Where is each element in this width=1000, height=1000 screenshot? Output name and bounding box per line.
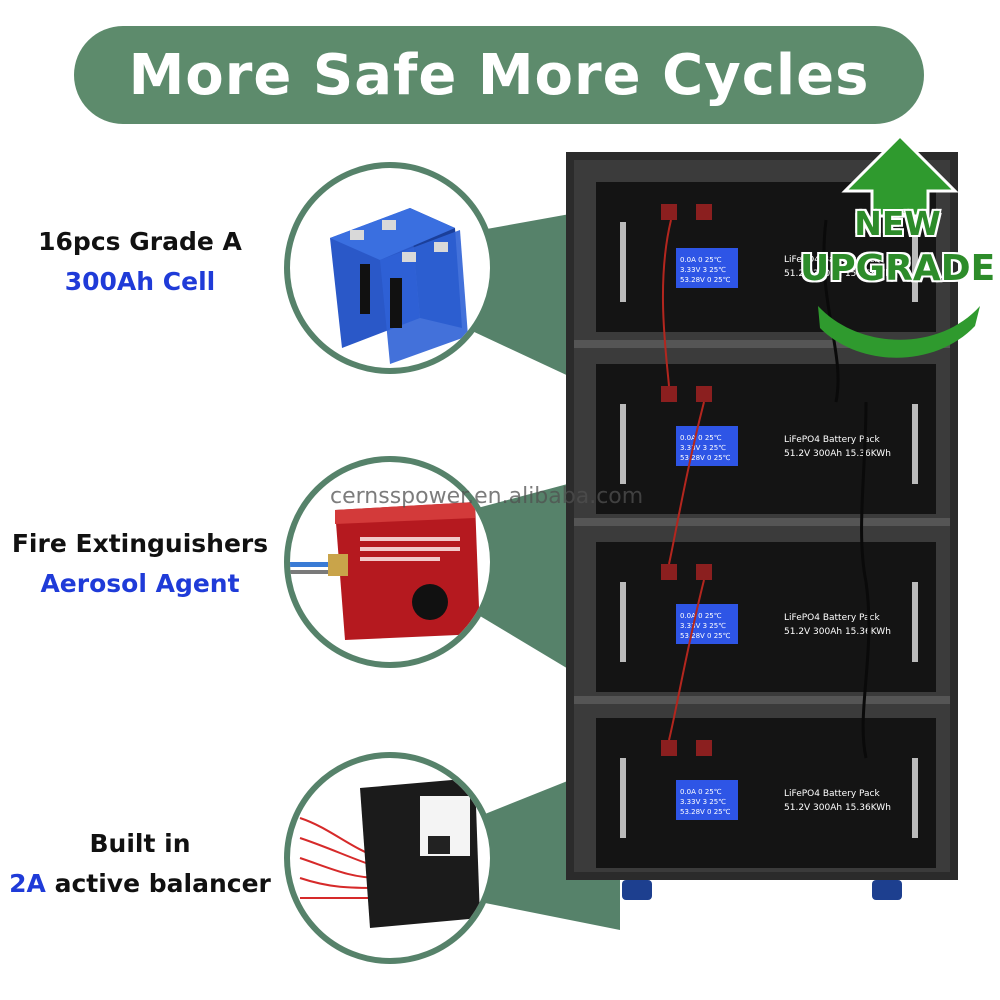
module-1-screen-1: 0.0A 0 25℃ xyxy=(680,256,722,264)
battery-cabinet: LiFePO4 Battery Pack 51.2V 300Ah 15.36KW… xyxy=(566,152,958,912)
module-2-screen-2: 3.33V 3 25℃ xyxy=(680,444,726,452)
module-1-screen-3: 53.28V 0 25℃ xyxy=(680,276,731,284)
module-2 xyxy=(596,364,936,514)
module-3 xyxy=(596,542,936,692)
module-4-screen-2: 3.33V 3 25℃ xyxy=(680,798,726,806)
feature-cells-text: 16pcs Grade A 300Ah Cell xyxy=(10,222,270,302)
module-2-label1: LiFePO4 Battery Pack xyxy=(784,435,880,445)
balancer-module-icon xyxy=(299,778,480,928)
banner-title: More Safe More Cycles xyxy=(128,42,870,108)
module-4-label1: LiFePO4 Battery Pack xyxy=(784,789,880,799)
feature-balancer-highlight: 2A xyxy=(9,869,46,898)
balancer-photo-circle xyxy=(284,752,496,964)
badge-new-text: NEW xyxy=(854,204,941,243)
extinguisher-photo-circle xyxy=(284,456,496,668)
module-3-screen-1: 0.0A 0 25℃ xyxy=(680,612,722,620)
module-3-label1: LiFePO4 Battery Pack xyxy=(784,613,880,623)
feature-fire-line2: Aerosol Agent xyxy=(40,569,240,598)
module-4-screen-1: 0.0A 0 25℃ xyxy=(680,788,722,796)
feature-balancer-rest: active balancer xyxy=(45,869,271,898)
module-3-screen-3: 53.28V 0 25℃ xyxy=(680,632,731,640)
module-1-screen-2: 3.33V 3 25℃ xyxy=(680,266,726,274)
module-2-label2: 51.2V 300Ah 15.36KWh xyxy=(784,449,891,459)
fire-extinguisher-icon xyxy=(290,502,480,640)
module-2-screen-3: 53.28V 0 25℃ xyxy=(680,454,731,462)
feature-fire-text: Fire Extinguishers Aerosol Agent xyxy=(0,524,280,604)
feature-cells-line2: 300Ah Cell xyxy=(64,267,216,296)
cell-photo-circle xyxy=(284,162,496,374)
module-3-label2: 51.2V 300Ah 15.36KWh xyxy=(784,627,891,637)
module-4-label2: 51.2V 300Ah 15.36KWh xyxy=(784,803,891,813)
upgrade-arrow-icon xyxy=(818,136,980,358)
module-2-screen-1: 0.0A 0 25℃ xyxy=(680,434,722,442)
feature-balancer-line1: Built in xyxy=(89,829,191,858)
module-4 xyxy=(596,718,936,868)
new-upgrade-badge: NEW UPGRADE xyxy=(800,136,995,366)
watermark: cernsspower.en.alibaba.com xyxy=(330,484,644,509)
badge-upgrade-text: UPGRADE xyxy=(800,248,996,289)
battery-cell-icon xyxy=(330,208,468,364)
battery-rack-illustration: LiFePO4 Battery Pack 51.2V 300Ah 15.36KW… xyxy=(566,152,958,900)
feature-cells-line1: 16pcs Grade A xyxy=(38,227,242,256)
module-1-label1: LiFePO4 Battery Pack xyxy=(784,255,880,265)
module-4-screen-3: 53.28V 0 25℃ xyxy=(680,808,731,816)
feature-balancer-text: Built in 2A active balancer xyxy=(0,824,280,904)
module-3-screen-2: 3.33V 3 25℃ xyxy=(680,622,726,630)
title-banner: More Safe More Cycles xyxy=(74,26,924,124)
feature-fire-line1: Fire Extinguishers xyxy=(11,529,269,558)
module-1-label2: 51.2V 300Ah 15.36KWh xyxy=(784,269,891,279)
